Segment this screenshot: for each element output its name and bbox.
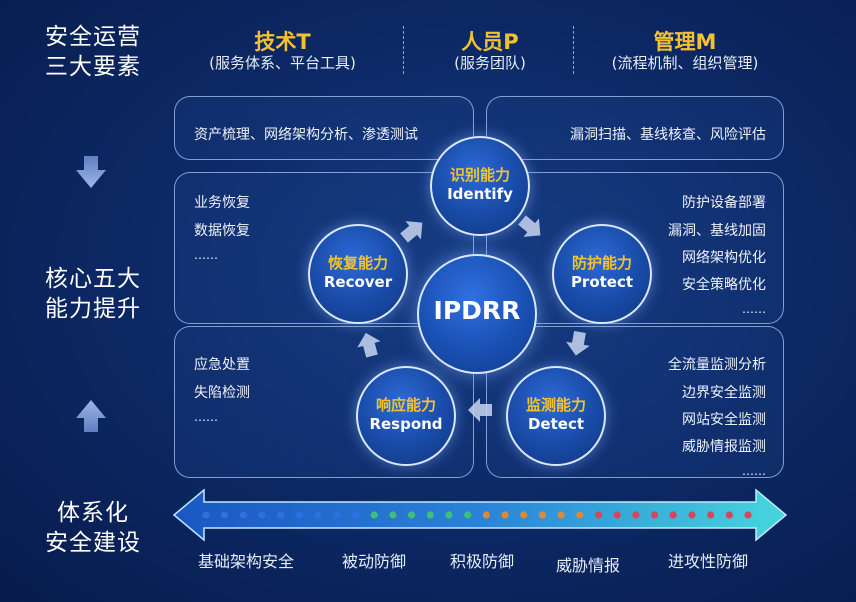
recover-item: 业务恢复 xyxy=(194,195,250,211)
bar-dot xyxy=(351,511,360,519)
respond-item: 应急处置 xyxy=(194,357,250,373)
recover-item: …… xyxy=(194,248,218,262)
detect-item: 边界安全监测 xyxy=(682,385,766,401)
protect-item: 网络架构优化 xyxy=(682,250,766,266)
bar-dot xyxy=(426,511,434,519)
respond-item: 失陷检测 xyxy=(194,385,250,401)
divider xyxy=(403,26,404,74)
capability-recover-en: Recover xyxy=(323,273,393,291)
capability-respond-en: Respond xyxy=(369,415,443,433)
recover-item: 数据恢复 xyxy=(194,223,250,239)
column-subtitle-people: (服务团队) xyxy=(454,54,526,72)
divider xyxy=(573,26,574,74)
identify-left-text: 资产梳理、网络架构分析、渗透测试 xyxy=(194,127,418,143)
capability-identify-en: Identify xyxy=(447,185,513,203)
arrow-recover-to-identify-icon xyxy=(400,221,423,243)
bar-dot xyxy=(744,511,752,519)
column-title-people: 人员P xyxy=(461,30,519,54)
column-subtitle-management: (流程机制、组织管理) xyxy=(611,54,759,72)
detect-item: 威胁情报监测 xyxy=(682,439,766,455)
bar-dot xyxy=(576,511,584,519)
capability-detect-cn: 监测能力 xyxy=(525,396,586,414)
bar-dot xyxy=(725,511,733,519)
arrow-up-icon xyxy=(76,400,106,432)
bar-dot xyxy=(613,511,621,519)
bar-dot xyxy=(520,511,528,519)
stage-label: 基础架构安全 xyxy=(198,552,295,571)
bar-dot xyxy=(258,511,266,519)
double-arrow-icon xyxy=(172,488,788,542)
protect-item: 漏洞、基线加固 xyxy=(668,223,766,239)
arrow-detect-to-respond-icon xyxy=(468,398,492,422)
arrow-identify-to-protect-icon xyxy=(518,215,541,237)
stage-label: 被动防御 xyxy=(342,552,407,571)
capability-recover-cn: 恢复能力 xyxy=(327,254,388,272)
column-subtitle-technology: (服务体系、平台工具) xyxy=(209,54,356,72)
bar-dot xyxy=(407,511,416,519)
column-title-management: 管理M xyxy=(653,30,717,54)
panel-identify-right xyxy=(486,96,784,160)
capability-identify-cn: 识别能力 xyxy=(449,166,510,184)
label-core-capabilities: 核心五大能力提升 xyxy=(45,266,141,322)
capability-identify: 识别能力 Identify xyxy=(430,136,530,236)
protect-item: 防护设备部署 xyxy=(682,195,766,211)
bar-dot xyxy=(370,511,378,519)
capability-respond: 响应能力 Respond xyxy=(356,366,456,466)
bar-dot xyxy=(221,511,229,519)
stage-label: 进攻性防御 xyxy=(668,552,749,571)
identify-right-text: 漏洞扫描、基线核查、风险评估 xyxy=(570,127,766,143)
detect-item: 全流量监测分析 xyxy=(668,357,766,373)
bar-dot xyxy=(202,511,210,519)
capability-protect-cn: 防护能力 xyxy=(571,254,632,272)
capability-respond-cn: 响应能力 xyxy=(375,396,436,414)
dot-row xyxy=(202,511,752,519)
bar-dot xyxy=(239,511,247,519)
capability-protect: 防护能力 Protect xyxy=(552,224,652,324)
respond-item: …… xyxy=(194,410,218,424)
bar-dot xyxy=(594,511,603,519)
bar-dot xyxy=(482,511,490,519)
capability-recover: 恢复能力 Recover xyxy=(308,224,408,324)
bar-dot xyxy=(501,511,509,519)
label-security-operations: 安全运营三大要素 xyxy=(45,24,141,80)
bar-dot xyxy=(650,511,659,519)
center-ipdrr: IPDRR xyxy=(417,254,537,374)
column-title-technology: 技术T xyxy=(254,30,311,54)
detect-item: …… xyxy=(742,464,766,478)
protect-item: 安全策略优化 xyxy=(682,277,766,293)
protect-item: …… xyxy=(742,302,766,316)
bar-dot xyxy=(557,511,565,519)
arrow-protect-to-detect-icon xyxy=(566,330,590,356)
arrow-down-icon xyxy=(76,156,106,188)
stage-label: 积极防御 xyxy=(450,552,515,571)
progression-bar xyxy=(172,488,788,542)
label-systematic-construction: 体系化安全建设 xyxy=(45,500,141,556)
bar-dot xyxy=(389,511,397,519)
detect-item: 网站安全监测 xyxy=(682,412,766,428)
capability-detect: 监测能力 Detect xyxy=(506,366,606,466)
bar-dot xyxy=(538,511,547,519)
capability-protect-en: Protect xyxy=(570,273,634,291)
capability-detect-en: Detect xyxy=(527,415,585,433)
bar-dot xyxy=(445,511,453,519)
bar-dot xyxy=(632,511,640,519)
bar-dot xyxy=(707,511,715,519)
center-label: IPDRR xyxy=(433,296,521,325)
bar-dot xyxy=(277,511,285,519)
arrow-respond-to-recover-icon xyxy=(357,332,381,358)
bar-dot xyxy=(295,511,304,519)
bar-dot xyxy=(314,511,322,519)
stage-label: 威胁情报 xyxy=(556,556,621,575)
bar-dot xyxy=(333,511,341,519)
bar-dot xyxy=(464,511,472,519)
panel-identify-left xyxy=(174,96,474,160)
bar-dot xyxy=(688,511,696,519)
bar-dot xyxy=(669,511,677,519)
